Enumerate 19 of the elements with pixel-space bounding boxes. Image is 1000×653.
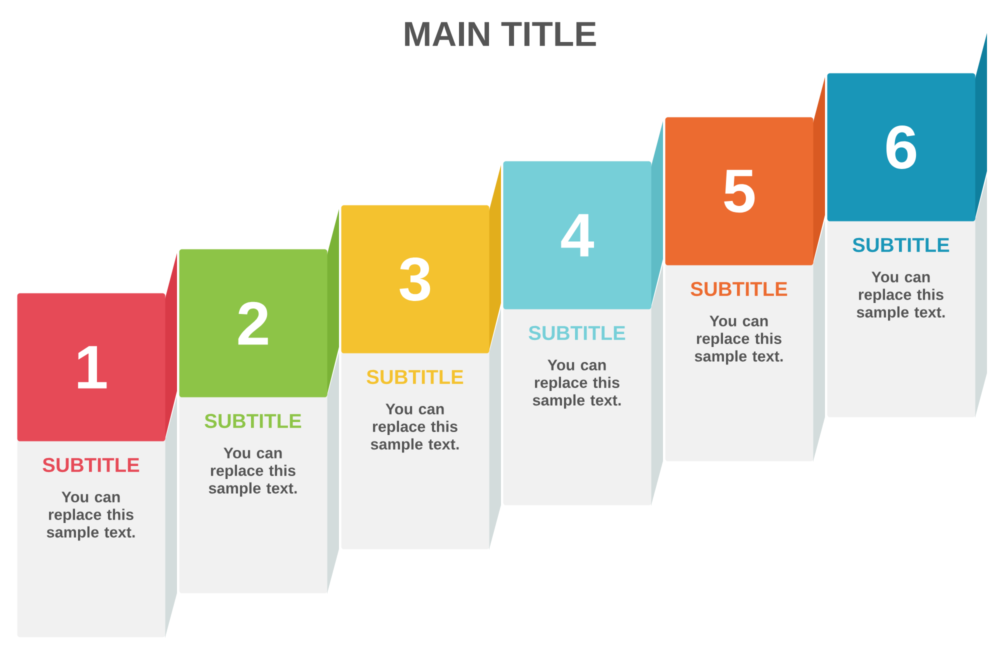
number-square: 5 [665,117,814,266]
number-square: 3 [341,205,490,354]
main-title: MAIN TITLE [405,22,596,46]
body-text: You can replace this sample text. [856,272,945,321]
body-text: You can replace this sample text. [694,316,783,365]
number-square: 2 [179,249,328,398]
subtitle: SUBTITLE [204,414,302,428]
number-square: 4 [503,161,652,310]
subtitle: SUBTITLE [852,238,950,252]
subtitle: SUBTITLE [366,370,464,384]
subtitle: SUBTITLE [690,282,788,296]
body-text: You can replace this sample text. [532,360,621,409]
body-text: You can replace this sample text. [370,404,459,453]
number-square: 6 [827,73,976,222]
number-square: 1 [17,293,166,442]
body-text: You can replace this sample text. [46,492,135,541]
subtitle: SUBTITLE [42,458,140,472]
body-text: You can replace this sample text. [208,448,297,497]
subtitle: SUBTITLE [528,326,626,340]
